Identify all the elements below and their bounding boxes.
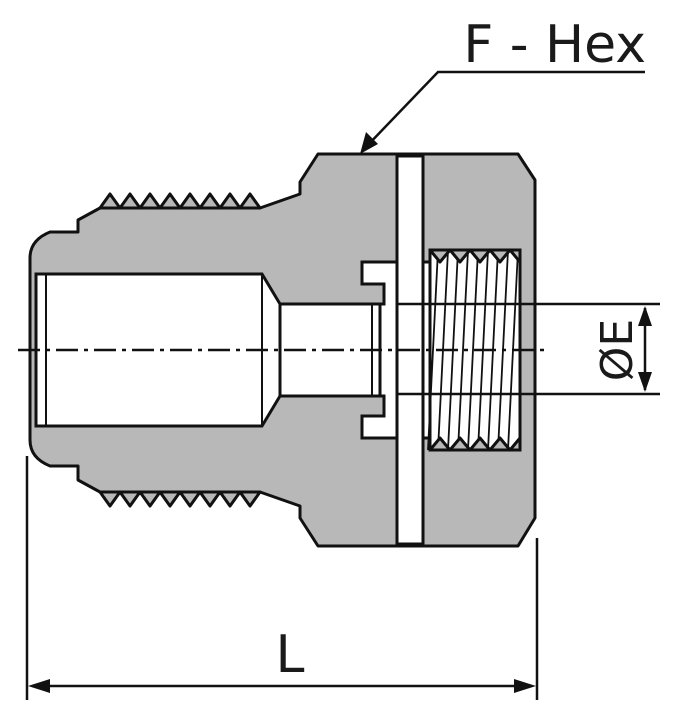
diameter-label: ØE xyxy=(592,319,643,381)
hex-label: F - Hex xyxy=(463,15,646,75)
length-arrow-left xyxy=(28,679,50,693)
hex-leader-line xyxy=(364,70,645,149)
diameter-arrow-top xyxy=(638,306,652,326)
length-arrow-right xyxy=(514,679,536,693)
hex-leader-arrow xyxy=(360,132,378,154)
female-thread-teeth-top xyxy=(428,248,522,264)
diameter-arrow-bottom xyxy=(638,372,652,392)
male-thread-top xyxy=(98,192,262,210)
length-label: L xyxy=(276,625,305,685)
male-thread-bottom xyxy=(98,490,262,508)
female-thread-teeth-bottom xyxy=(428,436,522,452)
